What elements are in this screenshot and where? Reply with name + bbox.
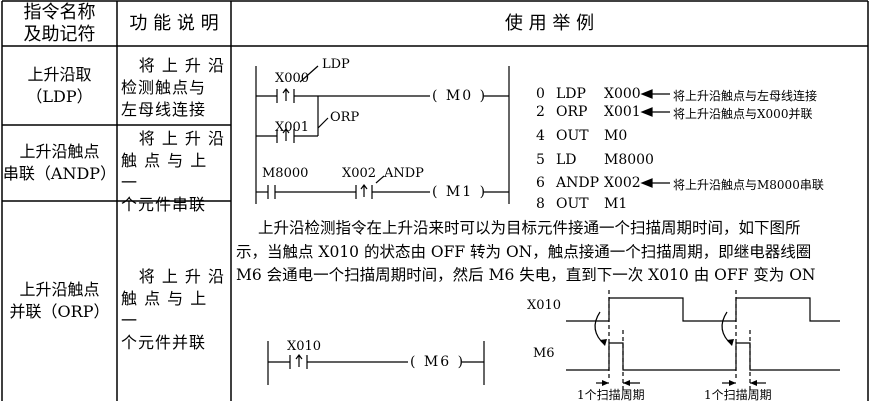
header-example: 使 用 举 例 <box>504 12 595 34</box>
row-ldp-name-line2: （LDP） <box>26 86 93 106</box>
row-orp-desc-line3: 个元件并联 <box>121 333 207 352</box>
timing-period-1: 1个扫描周期 <box>577 388 645 402</box>
inst-arg: X002 <box>604 175 641 191</box>
ladder-diagram-1 <box>255 65 510 204</box>
row-orp-name-line1: 上升沿触点 <box>19 280 100 299</box>
inst-op: ORP <box>556 104 588 120</box>
inst-op: ANDP <box>556 175 600 191</box>
inst-note: 将上升沿触点与左母线连接 <box>673 89 818 103</box>
timing-arrowheads <box>600 339 757 386</box>
timing-label-m6: M6 <box>533 346 555 361</box>
row-andp-name: 上升沿触点串联（ANDP） <box>2 125 117 201</box>
row-orp-desc-line1: 将 上 升 沿 <box>138 267 225 286</box>
row-ldp-name-line1: 上升沿取 <box>27 64 92 84</box>
row-andp-name-line1: 上升沿触点 <box>19 142 100 161</box>
header-example-cell: 使 用 举 例 <box>231 1 868 46</box>
row-andp-desc-line2: 触 点 与 上 一 <box>121 151 208 192</box>
inst-op: LD <box>556 152 577 168</box>
label-andp: ANDP <box>384 166 424 181</box>
timing-label-x010: X010 <box>527 298 562 313</box>
row-andp-desc: 将 上 升 沿 触 点 与 上 一 个元件串联 <box>121 128 227 216</box>
inst-note: 将上升沿触点与M8000串联 <box>673 178 824 192</box>
inst-step: 8 <box>536 196 545 212</box>
row-andp-name-line2: 串联（ANDP） <box>2 164 117 183</box>
label-ldp: LDP <box>322 57 350 72</box>
header-name-line2: 及助记符 <box>23 23 96 45</box>
coil-m6: ( M6 ) <box>410 354 466 370</box>
label-x002: X002 <box>342 166 377 181</box>
inst-arg: M0 <box>604 128 628 144</box>
label-x000: X000 <box>275 71 310 86</box>
header-name-line1: 指令名称 <box>23 1 96 23</box>
label-m8000: M8000 <box>262 166 309 181</box>
row-ldp-desc-line2: 检测触点与 <box>121 78 207 97</box>
timing-period-2: 1个扫描周期 <box>704 388 772 402</box>
header-function-cell: 功 能 说 明 <box>117 1 231 46</box>
inst-arg: X001 <box>604 104 641 120</box>
inst-step: 5 <box>536 152 545 168</box>
inst-step: 6 <box>536 175 545 191</box>
header-name-cell: 指令名称及助记符 <box>2 1 117 46</box>
timing-diagram <box>566 290 840 390</box>
row-ldp-desc-line1: 将 上 升 沿 <box>138 56 225 75</box>
row-ldp-desc-line3: 左母线连接 <box>121 100 207 119</box>
inst-op: OUT <box>556 196 589 212</box>
paragraph-line3: M6 会通电一个扫描周期时间，然后 M6 失电，直到下一次 X010 由 OFF… <box>236 266 816 284</box>
header-function: 功 能 说 明 <box>129 12 219 34</box>
row-ldp-desc: 将 上 升 沿 检测触点与 左母线连接 <box>121 55 227 121</box>
label-orp: ORP <box>330 110 360 125</box>
inst-op: OUT <box>556 128 589 144</box>
inst-step: 4 <box>536 128 545 144</box>
label-x010: X010 <box>287 339 322 354</box>
row-orp-desc: 将 上 升 沿 触 点 与 上 一 个元件并联 <box>121 266 227 354</box>
row-ldp-name: 上升沿取（LDP） <box>2 46 117 125</box>
instruction-arrows <box>640 89 670 188</box>
inst-arg: M8000 <box>604 152 654 168</box>
label-x001: X001 <box>275 120 310 135</box>
inst-step: 2 <box>536 104 545 120</box>
orp-explanation: 上升沿检测指令在上升沿来时可以为目标元件接通一个扫描周期时间，如下图所 示，当触… <box>236 217 870 288</box>
paragraph-line1: 上升沿检测指令在上升沿来时可以为目标元件接通一个扫描周期时间，如下图所 <box>258 219 801 237</box>
row-orp-name-line2: 并联（ORP） <box>9 302 110 321</box>
inst-op: LDP <box>556 86 586 102</box>
row-andp-desc-line1: 将 上 升 沿 <box>138 129 225 148</box>
coil-m1: ( M1 ) <box>432 184 488 200</box>
inst-arg: X000 <box>604 86 641 102</box>
inst-step: 0 <box>536 86 545 102</box>
inst-note: 将上升沿触点与X000并联 <box>673 107 813 121</box>
paragraph-line2: 示，当触点 X010 的状态由 OFF 转为 ON，触点接通一个扫描周期，即继电… <box>236 242 812 261</box>
inst-arg: M1 <box>604 196 628 212</box>
row-andp-desc-line3: 个元件串联 <box>121 195 207 214</box>
row-orp-name: 上升沿触点并联（ORP） <box>2 201 117 401</box>
coil-m0: ( M0 ) <box>432 88 488 104</box>
row-orp-desc-line2: 触 点 与 上 一 <box>121 289 208 330</box>
ladder-diagram-2 <box>267 341 485 385</box>
